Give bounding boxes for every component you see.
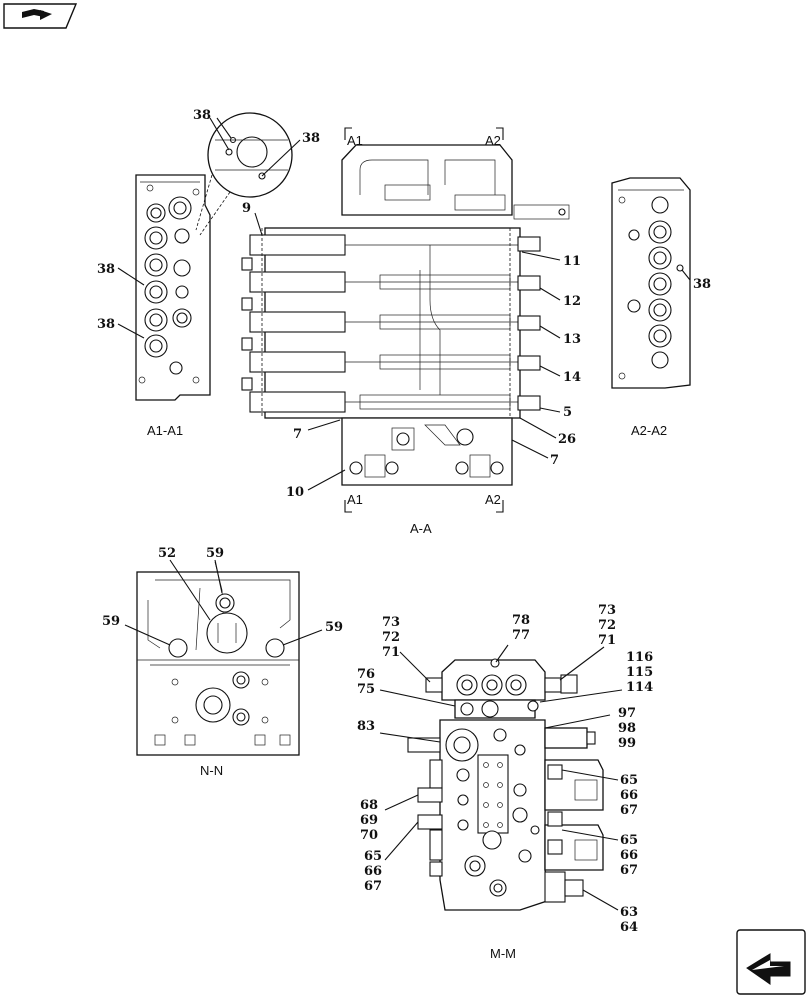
- callout-nn-59: 59: [206, 546, 224, 561]
- callout-aa-9: 9: [242, 201, 251, 216]
- section-mark-a2: A2: [485, 492, 501, 507]
- callout-mm-83: 83: [357, 719, 375, 734]
- callout-aa-10: 10: [286, 485, 304, 500]
- callout-mm-114: 114: [626, 680, 653, 695]
- callout-mm-66: 66: [620, 788, 638, 803]
- callout-mm-78: 78: [512, 613, 530, 628]
- callout-a2-38: 38: [693, 277, 711, 292]
- spool-rows: [241, 234, 541, 413]
- view-a-a: [241, 127, 570, 513]
- callout-mm-77: 77: [512, 628, 530, 643]
- callout-mm-67: 67: [620, 863, 638, 878]
- callout-aa-14: 14: [563, 370, 581, 385]
- view-caption-m-m: M-M: [490, 946, 516, 961]
- view-a2-a2: [611, 177, 691, 389]
- callout-mm-71: 71: [598, 633, 616, 648]
- callout-mm-65: 65: [620, 773, 638, 788]
- callout-mm-69: 69: [360, 813, 378, 828]
- callout-mm-71: 71: [382, 645, 400, 660]
- callout-nn-59: 59: [325, 620, 343, 635]
- callout-a1-38: 38: [193, 108, 211, 123]
- book-arrow-icon[interactable]: [3, 3, 78, 29]
- callout-mm-75: 75: [357, 682, 375, 697]
- view-caption-n-n: N-N: [200, 763, 223, 778]
- callout-mm-98: 98: [618, 721, 636, 736]
- callout-mm-99: 99: [618, 736, 636, 751]
- view-m-m: [379, 644, 623, 911]
- callout-aa-5: 5: [563, 405, 572, 420]
- callout-mm-64: 64: [620, 920, 638, 935]
- section-mark-a2: A2: [485, 133, 501, 148]
- callout-nn-59: 59: [102, 614, 120, 629]
- callout-mm-97: 97: [618, 706, 636, 721]
- callout-aa-12: 12: [563, 294, 581, 309]
- callout-mm-72: 72: [382, 630, 400, 645]
- callout-mm-73: 73: [382, 615, 400, 630]
- view-caption-a1-a1: A1-A1: [147, 423, 183, 438]
- callout-mm-76: 76: [357, 667, 375, 682]
- callout-a1-38: 38: [97, 262, 115, 277]
- section-mark-a1: A1: [347, 492, 363, 507]
- callout-a1-38: 38: [97, 317, 115, 332]
- callout-mm-63: 63: [620, 905, 638, 920]
- callout-aa-11: 11: [563, 254, 581, 269]
- view-caption-a-a: A-A: [410, 521, 432, 536]
- callout-nn-52: 52: [158, 546, 176, 561]
- view-n-n: [124, 559, 323, 756]
- callout-mm-116: 116: [626, 650, 653, 665]
- callout-aa-13: 13: [563, 332, 581, 347]
- callout-mm-68: 68: [360, 798, 378, 813]
- callout-mm-72: 72: [598, 618, 616, 633]
- callout-mm-66: 66: [364, 864, 382, 879]
- callout-mm-115: 115: [626, 665, 653, 680]
- callout-a1-38: 38: [302, 131, 320, 146]
- callout-mm-66: 66: [620, 848, 638, 863]
- callout-aa-26: 26: [558, 432, 576, 447]
- view-caption-a2-a2: A2-A2: [631, 423, 667, 438]
- callout-mm-67: 67: [364, 879, 382, 894]
- callout-mm-65: 65: [364, 849, 382, 864]
- callout-aa-7: 7: [293, 427, 302, 442]
- section-mark-a1: A1: [347, 133, 363, 148]
- callout-mm-73: 73: [598, 603, 616, 618]
- callout-aa-7: 7: [550, 453, 559, 468]
- callout-mm-65: 65: [620, 833, 638, 848]
- callout-mm-70: 70: [360, 828, 378, 843]
- view-a1-a1: [117, 112, 301, 401]
- callout-mm-67: 67: [620, 803, 638, 818]
- next-page-arrow-icon[interactable]: [736, 929, 806, 995]
